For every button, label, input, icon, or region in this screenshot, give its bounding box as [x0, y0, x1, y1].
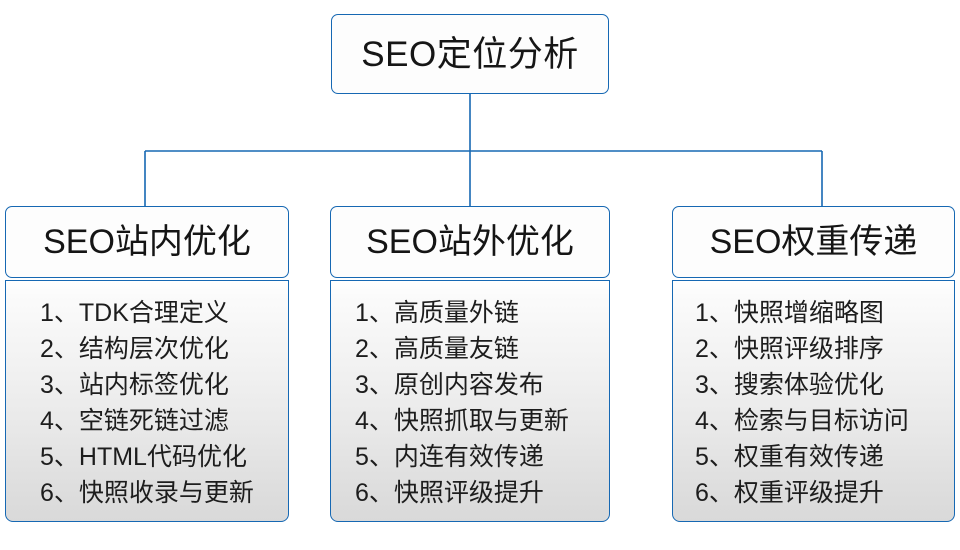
branch-header-2[interactable]: SEO站外优化: [330, 206, 610, 278]
list-item: 6、权重评级提升: [695, 479, 884, 507]
list-item: 3、搜索体验优化: [695, 371, 884, 399]
branch-header-label-2: SEO站外优化: [366, 223, 574, 261]
branch-list-inner-1: 1、TDK合理定义 2、结构层次优化 3、站内标签优化 4、空链死链过滤 5、H…: [6, 295, 254, 511]
branch-header-1[interactable]: SEO站内优化: [5, 206, 289, 278]
branch-header-label-1: SEO站内优化: [43, 223, 251, 261]
branch-header-label-3: SEO权重传递: [709, 223, 918, 261]
branch-list-1: 1、TDK合理定义 2、结构层次优化 3、站内标签优化 4、空链死链过滤 5、H…: [5, 280, 289, 522]
root-node-label: SEO定位分析: [361, 34, 579, 74]
root-node[interactable]: SEO定位分析: [331, 14, 609, 94]
branch-header-3[interactable]: SEO权重传递: [672, 206, 955, 278]
branch-list-2: 1、高质量外链 2、高质量友链 3、原创内容发布 4、快照抓取与更新 5、内连有…: [330, 280, 610, 522]
list-item: 1、TDK合理定义: [40, 299, 229, 327]
list-item: 5、HTML代码优化: [40, 443, 247, 471]
branch-list-inner-2: 1、高质量外链 2、高质量友链 3、原创内容发布 4、快照抓取与更新 5、内连有…: [331, 295, 569, 511]
branch-column-2: SEO站外优化 1、高质量外链 2、高质量友链 3、原创内容发布 4、快照抓取与…: [330, 206, 610, 522]
list-item: 3、原创内容发布: [355, 371, 544, 399]
list-item: 1、快照增缩略图: [695, 299, 884, 327]
list-item: 5、内连有效传递: [355, 443, 544, 471]
branch-list-inner-3: 1、快照增缩略图 2、快照评级排序 3、搜索体验优化 4、检索与目标访问 5、权…: [673, 295, 909, 511]
list-item: 2、快照评级排序: [695, 335, 884, 363]
list-item: 2、结构层次优化: [40, 335, 229, 363]
branch-list-3: 1、快照增缩略图 2、快照评级排序 3、搜索体验优化 4、检索与目标访问 5、权…: [672, 280, 955, 522]
list-item: 1、高质量外链: [355, 299, 519, 327]
list-item: 4、快照抓取与更新: [355, 407, 569, 435]
list-item: 4、空链死链过滤: [40, 407, 229, 435]
list-item: 5、权重有效传递: [695, 443, 884, 471]
branch-column-1: SEO站内优化 1、TDK合理定义 2、结构层次优化 3、站内标签优化 4、空链…: [5, 206, 289, 522]
list-item: 6、快照收录与更新: [40, 479, 254, 507]
list-item: 4、检索与目标访问: [695, 407, 909, 435]
list-item: 2、高质量友链: [355, 335, 519, 363]
branch-column-3: SEO权重传递 1、快照增缩略图 2、快照评级排序 3、搜索体验优化 4、检索与…: [672, 206, 955, 522]
list-item: 3、站内标签优化: [40, 371, 229, 399]
list-item: 6、快照评级提升: [355, 479, 544, 507]
